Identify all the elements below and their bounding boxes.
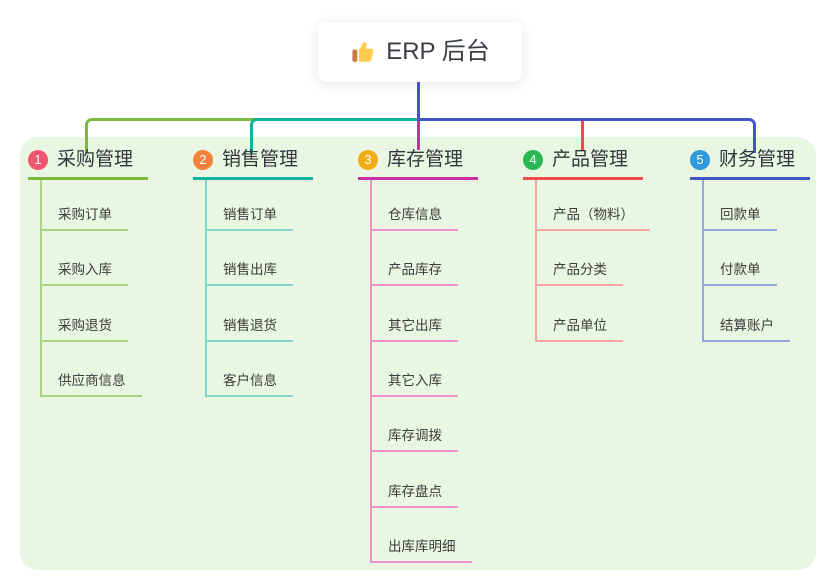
- root-node-label: ERP 后台: [386, 38, 490, 65]
- badge-5-icon: 5: [690, 150, 710, 170]
- child-node[interactable]: 采购订单: [40, 202, 128, 231]
- topic-label: 采购管理: [57, 149, 134, 170]
- child-node[interactable]: 产品分类: [535, 257, 623, 286]
- branch-finance: 5 财务管理 回款单 付款单 结算账户: [690, 149, 839, 342]
- child-node[interactable]: 出库库明细: [370, 534, 472, 563]
- badge-3-icon: 3: [358, 150, 378, 170]
- mindmap-background-panel: [20, 137, 816, 570]
- topic-label: 库存管理: [387, 149, 464, 170]
- child-node[interactable]: 结算账户: [702, 313, 790, 342]
- topic-node-sales[interactable]: 2 销售管理: [193, 149, 313, 180]
- child-node[interactable]: 回款单: [702, 202, 777, 231]
- branch-connector-sales: [250, 118, 423, 153]
- child-node[interactable]: 其它出库: [370, 313, 458, 342]
- child-node[interactable]: 客户信息: [205, 368, 293, 397]
- branch-connector-finance: [418, 118, 756, 153]
- child-node[interactable]: 销售出库: [205, 257, 293, 286]
- topic-node-purchase[interactable]: 1 采购管理: [28, 149, 148, 180]
- child-node[interactable]: 产品（物料）: [535, 202, 650, 231]
- branch-inventory: 3 库存管理 仓库信息 产品库存 其它出库 其它入库 库存调拨 库存盘点 出库库…: [358, 149, 528, 563]
- child-connector-line: [535, 180, 537, 342]
- branch-connector-inventory: [417, 118, 420, 150]
- badge-2-icon: 2: [193, 150, 213, 170]
- child-node[interactable]: 产品单位: [535, 313, 623, 342]
- child-node[interactable]: 供应商信息: [40, 368, 142, 397]
- root-connector-stem: [417, 80, 420, 121]
- child-connector-line: [40, 180, 42, 397]
- branch-connector-purchase: [85, 118, 256, 153]
- child-node[interactable]: 仓库信息: [370, 202, 458, 231]
- badge-1-icon: 1: [28, 150, 48, 170]
- child-node[interactable]: 付款单: [702, 257, 777, 286]
- branch-connector-product: [581, 121, 584, 150]
- child-node[interactable]: 库存调拨: [370, 423, 458, 452]
- child-node[interactable]: 采购退货: [40, 313, 128, 342]
- topic-node-finance[interactable]: 5 财务管理: [690, 149, 810, 180]
- child-node[interactable]: 产品库存: [370, 257, 458, 286]
- child-node[interactable]: 其它入库: [370, 368, 458, 397]
- branch-product: 4 产品管理 产品（物料） 产品分类 产品单位: [523, 149, 693, 342]
- child-node[interactable]: 销售退货: [205, 313, 293, 342]
- topic-node-inventory[interactable]: 3 库存管理: [358, 149, 478, 180]
- branch-purchase: 1 采购管理 采购订单 采购入库 采购退货 供应商信息: [28, 149, 198, 397]
- badge-4-icon: 4: [523, 150, 543, 170]
- child-connector-line: [702, 180, 704, 342]
- topic-label: 销售管理: [222, 149, 299, 170]
- child-connector-line: [370, 180, 372, 563]
- child-node[interactable]: 销售订单: [205, 202, 293, 231]
- topic-node-product[interactable]: 4 产品管理: [523, 149, 643, 180]
- branch-sales: 2 销售管理 销售订单 销售出库 销售退货 客户信息: [193, 149, 363, 397]
- child-connector-line: [205, 180, 207, 397]
- topic-label: 产品管理: [552, 149, 629, 170]
- child-node[interactable]: 库存盘点: [370, 479, 458, 508]
- child-node[interactable]: 采购入库: [40, 257, 128, 286]
- topic-label: 财务管理: [719, 149, 796, 170]
- root-node-erp[interactable]: ERP 后台: [318, 22, 522, 82]
- thumbs-up-icon: [350, 39, 376, 65]
